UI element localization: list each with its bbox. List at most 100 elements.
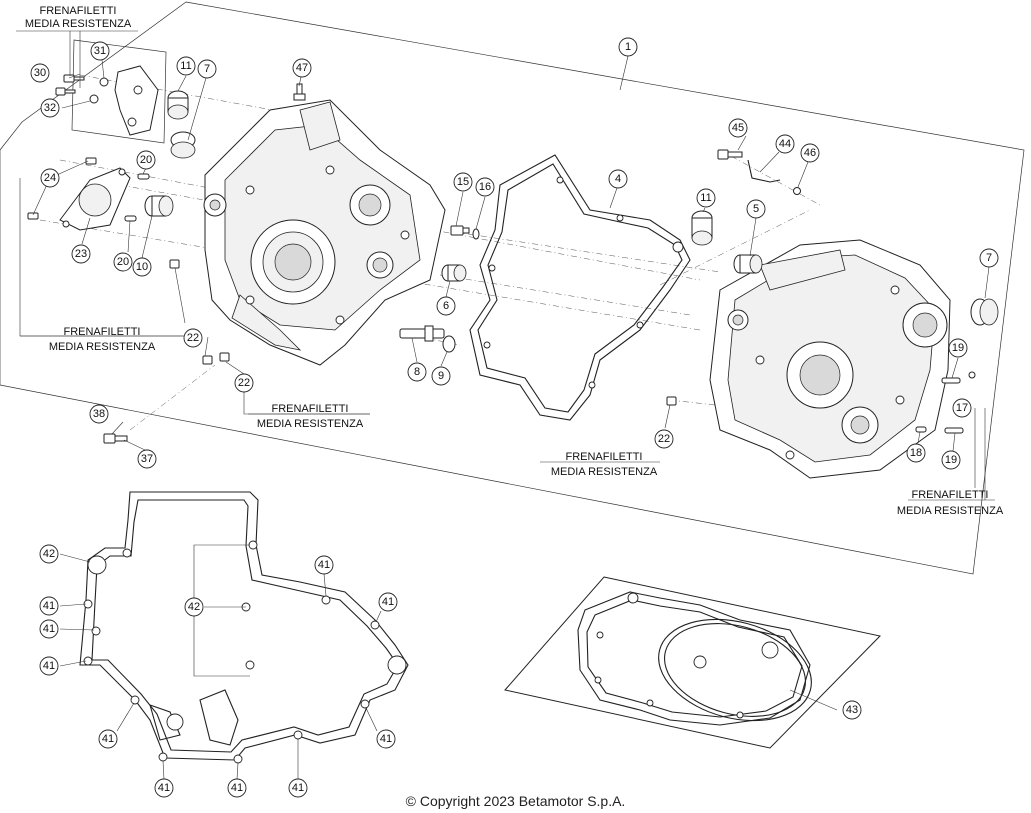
svg-text:1: 1 bbox=[625, 41, 631, 53]
left-crankcase bbox=[203, 99, 446, 366]
callout-17: 17 bbox=[952, 398, 972, 418]
callout-41-j: 41 bbox=[288, 778, 308, 798]
svg-text:16: 16 bbox=[479, 181, 491, 193]
svg-text:41: 41 bbox=[318, 559, 330, 571]
svg-text:42: 42 bbox=[188, 601, 200, 613]
dowel-pin-20a bbox=[137, 173, 150, 180]
bushing-5 bbox=[733, 254, 763, 274]
callout-41-i: 41 bbox=[227, 778, 247, 798]
svg-text:41: 41 bbox=[43, 660, 55, 672]
pin-19a bbox=[941, 377, 961, 384]
callout-18: 18 bbox=[906, 443, 926, 463]
seal-7-right bbox=[970, 298, 999, 326]
callout-41-f: 41 bbox=[98, 729, 118, 749]
note-threadlock-right: FRENAFILETTI MEDIA RESISTENZA bbox=[897, 489, 1004, 517]
callout-4: 4 bbox=[608, 169, 628, 189]
callout-45: 45 bbox=[728, 118, 748, 138]
washer-31a bbox=[99, 77, 109, 87]
callout-19-top: 19 bbox=[948, 338, 968, 358]
plug-22a bbox=[169, 259, 180, 269]
svg-text:42: 42 bbox=[43, 548, 55, 560]
callout-30: 30 bbox=[30, 63, 50, 83]
note-threadlock-left: FRENAFILETTI MEDIA RESISTENZA bbox=[49, 326, 156, 353]
crankcase-gasket bbox=[469, 154, 691, 421]
ring-9 bbox=[442, 335, 456, 353]
svg-text:19: 19 bbox=[945, 454, 957, 466]
callout-24: 24 bbox=[40, 168, 60, 188]
callout-23: 23 bbox=[71, 244, 91, 264]
callout-41-c: 41 bbox=[39, 596, 59, 616]
bracket-31 bbox=[114, 65, 159, 136]
callout-41-e: 41 bbox=[39, 656, 59, 676]
callout-38: 38 bbox=[89, 404, 109, 424]
svg-text:11: 11 bbox=[700, 192, 711, 204]
svg-text:FRENAFILETTI: FRENAFILETTI bbox=[63, 326, 140, 338]
vent-valve-47 bbox=[293, 83, 306, 101]
gasket-kit-43 bbox=[504, 576, 881, 749]
callout-9: 9 bbox=[431, 366, 451, 386]
callout-31: 31 bbox=[90, 41, 110, 61]
bolt-45 bbox=[717, 149, 743, 160]
svg-text:FRENAFILETTI: FRENAFILETTI bbox=[271, 403, 348, 415]
svg-text:31: 31 bbox=[94, 45, 106, 57]
svg-text:41: 41 bbox=[158, 782, 170, 794]
callout-16: 16 bbox=[475, 177, 495, 197]
callout-41-g: 41 bbox=[376, 729, 396, 749]
washer-31b bbox=[89, 94, 99, 104]
svg-text:22: 22 bbox=[238, 377, 250, 389]
bushing-6 bbox=[441, 264, 467, 282]
svg-text:MEDIA RESISTENZA: MEDIA RESISTENZA bbox=[257, 418, 364, 430]
callout-15: 15 bbox=[453, 172, 473, 192]
callout-22-center: 22 bbox=[234, 373, 254, 393]
assembly-frame bbox=[0, 1, 1025, 575]
svg-text:8: 8 bbox=[414, 366, 420, 378]
svg-text:5: 5 bbox=[753, 203, 759, 215]
plug-22d bbox=[666, 396, 677, 406]
callout-42-a: 42 bbox=[39, 544, 59, 564]
right-crankcase bbox=[709, 239, 951, 479]
callout-44: 44 bbox=[775, 134, 795, 154]
svg-text:41: 41 bbox=[102, 733, 114, 745]
pin-18 bbox=[915, 426, 927, 433]
callout-41-h: 41 bbox=[154, 778, 174, 798]
svg-text:FRENAFILETTI: FRENAFILETTI bbox=[565, 451, 642, 463]
callout-10: 10 bbox=[132, 257, 152, 277]
screw-24a bbox=[85, 157, 97, 165]
callout-47: 47 bbox=[292, 58, 312, 78]
svg-text:17: 17 bbox=[956, 402, 968, 414]
plug-17 bbox=[968, 371, 976, 379]
svg-text:10: 10 bbox=[136, 261, 148, 273]
callout-42-b: 42 bbox=[184, 597, 204, 617]
callout-37: 37 bbox=[137, 449, 157, 469]
bushing-10 bbox=[144, 195, 174, 217]
fitting-15 bbox=[450, 225, 470, 236]
svg-text:18: 18 bbox=[910, 447, 922, 459]
svg-text:FRENAFILETTI: FRENAFILETTI bbox=[39, 5, 116, 17]
dowel-pin-20b bbox=[124, 215, 137, 222]
svg-text:41: 41 bbox=[380, 733, 392, 745]
callout-7-right: 7 bbox=[979, 248, 999, 268]
svg-text:32: 32 bbox=[44, 102, 56, 114]
callout-22-right: 22 bbox=[654, 429, 674, 449]
svg-text:4: 4 bbox=[615, 173, 621, 185]
svg-text:30: 30 bbox=[34, 67, 46, 79]
callout-8: 8 bbox=[407, 362, 427, 382]
callout-7-left: 7 bbox=[197, 59, 217, 79]
pipe-44 bbox=[747, 159, 781, 183]
plug-22b bbox=[202, 355, 213, 365]
svg-text:9: 9 bbox=[438, 370, 444, 382]
bolt-30 bbox=[63, 74, 85, 83]
svg-text:MEDIA RESISTENZA: MEDIA RESISTENZA bbox=[897, 505, 1004, 517]
svg-text:41: 41 bbox=[292, 782, 304, 794]
note-threadlock-top: FRENAFILETTI MEDIA RESISTENZA bbox=[25, 5, 132, 30]
bushing-11-left bbox=[167, 90, 189, 120]
svg-text:38: 38 bbox=[93, 408, 105, 420]
svg-text:41: 41 bbox=[382, 596, 394, 608]
copyright-text: © Copyright 2023 Betamotor S.p.A. bbox=[405, 793, 626, 809]
shaft-8 bbox=[399, 325, 445, 342]
bolt-38 bbox=[103, 433, 128, 444]
svg-text:45: 45 bbox=[732, 122, 744, 134]
svg-text:MEDIA RESISTENZA: MEDIA RESISTENZA bbox=[25, 18, 132, 30]
svg-text:22: 22 bbox=[658, 433, 670, 445]
